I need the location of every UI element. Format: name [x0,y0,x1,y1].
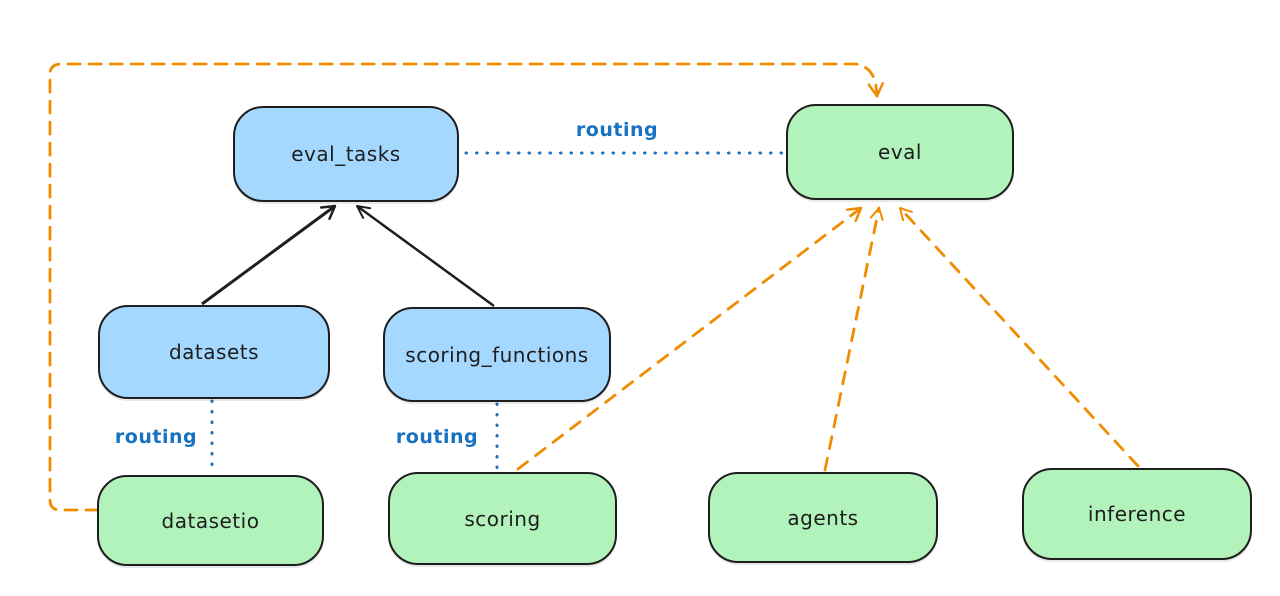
node-datasets[interactable]: datasets [98,305,330,399]
node-scoring[interactable]: scoring [388,472,617,565]
node-eval-tasks[interactable]: eval_tasks [233,106,459,202]
edge-scoring-functions-to-eval-tasks [356,204,495,308]
node-inference[interactable]: inference [1022,468,1252,560]
node-scoring-functions[interactable]: scoring_functions [383,307,611,402]
edge-datasets-to-eval-tasks [201,204,337,306]
node-inference-label: inference [1087,502,1187,526]
edge-agents-to-eval [823,206,884,472]
routing-label-eval-tasks-eval: routing [575,119,659,141]
node-eval[interactable]: eval [786,104,1014,200]
node-datasetio-label: datasetio [161,508,260,533]
edge-inference-to-eval [898,206,1140,468]
node-datasets-label: datasets [168,340,260,364]
routing-label-datasets-datasetio: routing [114,426,198,448]
node-scoring-functions-label: scoring_functions [405,342,589,367]
node-datasetio[interactable]: datasetio [97,475,324,566]
node-agents-label: agents [787,505,859,530]
node-eval-tasks-label: eval_tasks [291,142,401,166]
node-eval-label: eval [878,140,922,164]
routing-label-scoring-functions-scoring: routing [395,426,479,448]
node-agents[interactable]: agents [708,472,938,563]
node-scoring-label: scoring [464,506,541,531]
